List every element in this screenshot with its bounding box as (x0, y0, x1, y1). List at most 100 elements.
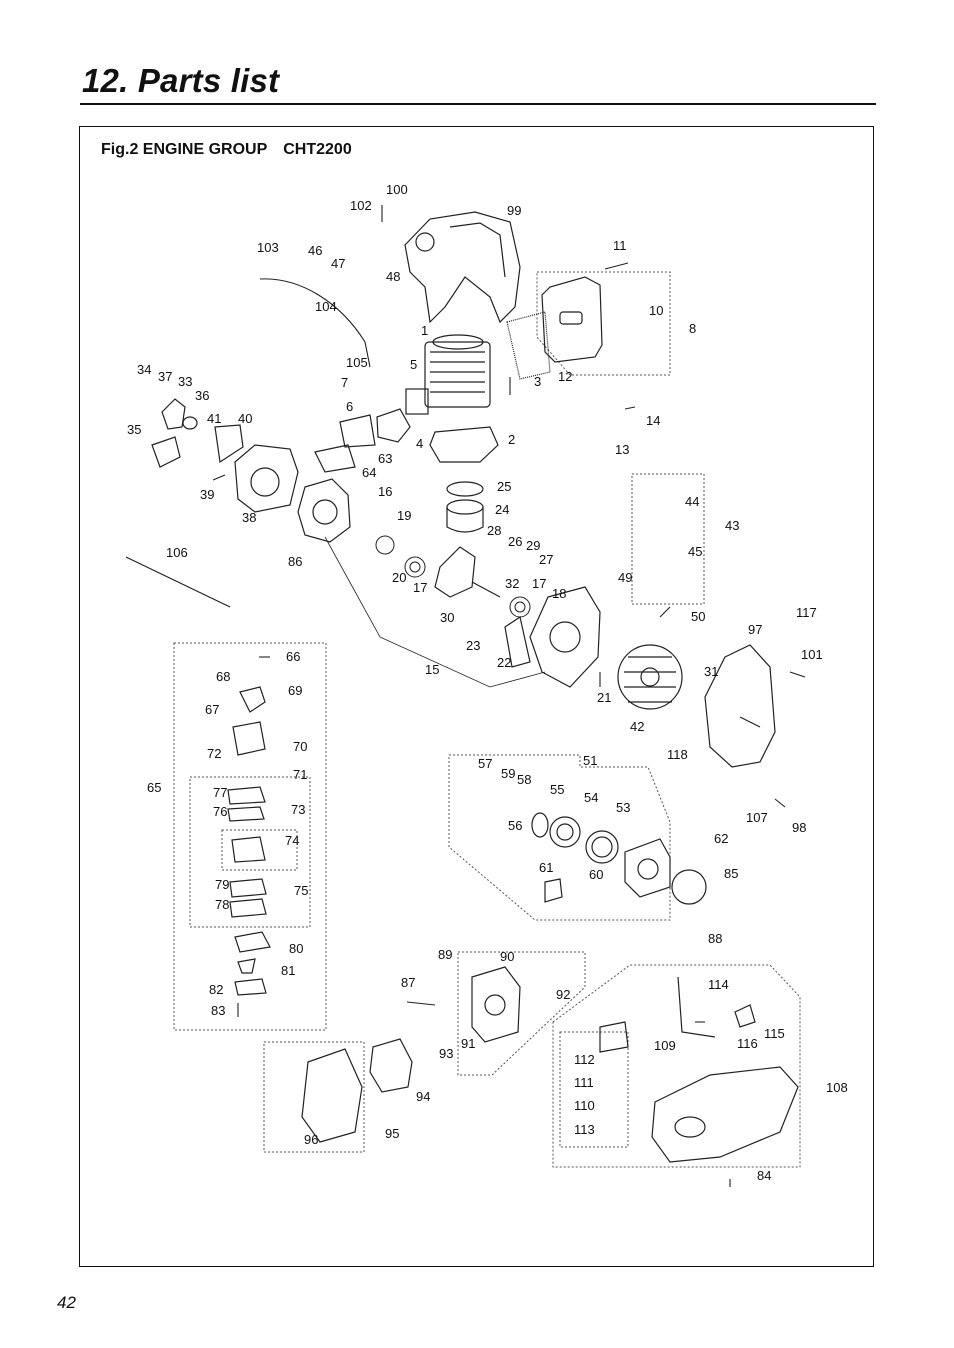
flywheel (617, 644, 683, 710)
part-callout-53: 53 (616, 800, 630, 815)
part-callout-116: 116 (737, 1036, 758, 1051)
part-callout-32: 32 (505, 576, 519, 591)
part-callout-46: 46 (308, 243, 322, 258)
part-callout-85: 85 (724, 866, 738, 881)
part-callout-78: 78 (215, 897, 229, 912)
part-callout-37: 37 (158, 369, 172, 384)
part-callout-61: 61 (539, 860, 553, 875)
part-callout-94: 94 (416, 1089, 430, 1104)
part-callout-89: 89 (438, 947, 452, 962)
part-callout-39: 39 (200, 487, 214, 502)
part-callout-81: 81 (281, 963, 295, 978)
part-callout-57: 57 (478, 756, 492, 771)
part-callout-84: 84 (757, 1168, 771, 1183)
part-callout-50: 50 (691, 609, 705, 624)
part-callout-74: 74 (285, 833, 299, 848)
part-callout-60: 60 (589, 867, 603, 882)
page-title: 12. Parts list (82, 62, 280, 99)
crankcase (214, 424, 299, 513)
part-callout-30: 30 (440, 610, 454, 625)
part-callout-102: 102 (350, 198, 372, 213)
part-callout-18: 18 (552, 586, 566, 601)
part-callout-88: 88 (708, 931, 722, 946)
part-callout-42: 42 (630, 719, 644, 734)
part-callout-106: 106 (166, 545, 188, 560)
part-callout-92: 92 (556, 987, 570, 1002)
part-callout-104: 104 (315, 299, 337, 314)
part-callout-47: 47 (331, 256, 345, 271)
part-callout-118: 118 (667, 747, 688, 762)
part-callout-19: 19 (397, 508, 411, 523)
part-callout-41: 41 (207, 411, 221, 426)
part-callout-108: 108 (826, 1080, 848, 1095)
part-callout-51: 51 (583, 753, 597, 768)
part-callout-100: 100 (386, 182, 408, 197)
part-callout-82: 82 (209, 982, 223, 997)
part-callout-5: 5 (410, 357, 417, 372)
part-callout-79: 79 (215, 877, 229, 892)
part-callout-17: 17 (532, 576, 546, 591)
part-callout-99: 99 (507, 203, 521, 218)
part-callout-67: 67 (205, 702, 219, 717)
part-callout-33: 33 (178, 374, 192, 389)
part-callout-36: 36 (195, 388, 209, 403)
part-callout-107: 107 (746, 810, 768, 825)
starter-cover (704, 644, 776, 768)
part-callout-48: 48 (386, 269, 400, 284)
small-fittings (125, 205, 806, 1187)
part-callout-1: 1 (421, 323, 428, 338)
part-callout-38: 38 (242, 510, 256, 525)
part-callout-71: 71 (293, 767, 307, 782)
starter-parts (531, 812, 707, 905)
part-callout-24: 24 (495, 502, 509, 517)
part-callout-44: 44 (685, 494, 699, 509)
leader-line (324, 536, 546, 688)
part-callout-31: 31 (704, 664, 718, 679)
part-callout-43: 43 (725, 518, 739, 533)
part-callout-87: 87 (401, 975, 415, 990)
part-callout-80: 80 (289, 941, 303, 956)
part-callout-28: 28 (487, 523, 501, 538)
part-callout-16: 16 (378, 484, 392, 499)
part-callout-40: 40 (238, 411, 252, 426)
part-callout-114: 114 (708, 977, 729, 992)
part-callout-27: 27 (539, 552, 553, 567)
crankshaft (434, 546, 501, 598)
part-callout-14: 14 (646, 413, 660, 428)
part-callout-54: 54 (584, 790, 598, 805)
part-callout-101: 101 (801, 647, 823, 662)
part-callout-68: 68 (216, 669, 230, 684)
part-callout-49: 49 (618, 570, 632, 585)
part-callout-95: 95 (385, 1126, 399, 1141)
part-callout-105: 105 (346, 355, 368, 370)
part-callout-115: 115 (764, 1026, 785, 1041)
part-callout-69: 69 (288, 683, 302, 698)
part-callout-58: 58 (517, 772, 531, 787)
clutch-parts (151, 398, 198, 468)
part-callout-93: 93 (439, 1046, 453, 1061)
part-callout-96: 96 (304, 1132, 318, 1147)
part-callout-72: 72 (207, 746, 221, 761)
part-callout-76: 76 (213, 804, 227, 819)
part-callout-109: 109 (654, 1038, 676, 1053)
part-callout-17: 17 (413, 580, 427, 595)
part-callout-113: 113 (574, 1122, 595, 1137)
part-callout-21: 21 (597, 690, 611, 705)
part-callout-26: 26 (508, 534, 522, 549)
part-callout-8: 8 (689, 321, 696, 336)
part-callout-111: 111 (574, 1075, 594, 1090)
group-boxes (173, 271, 801, 1168)
part-callout-7: 7 (341, 375, 348, 390)
gasket (429, 426, 499, 463)
part-callout-34: 34 (137, 362, 151, 377)
part-callout-86: 86 (288, 554, 302, 569)
part-callout-73: 73 (291, 802, 305, 817)
part-callout-75: 75 (294, 883, 308, 898)
part-callout-103: 103 (257, 240, 279, 255)
part-callout-90: 90 (500, 949, 514, 964)
part-callout-62: 62 (714, 831, 728, 846)
figure-title: Fig.2 ENGINE GROUP CHT2200 (101, 141, 352, 158)
part-callout-83: 83 (211, 1003, 225, 1018)
part-callout-29: 29 (526, 538, 540, 553)
